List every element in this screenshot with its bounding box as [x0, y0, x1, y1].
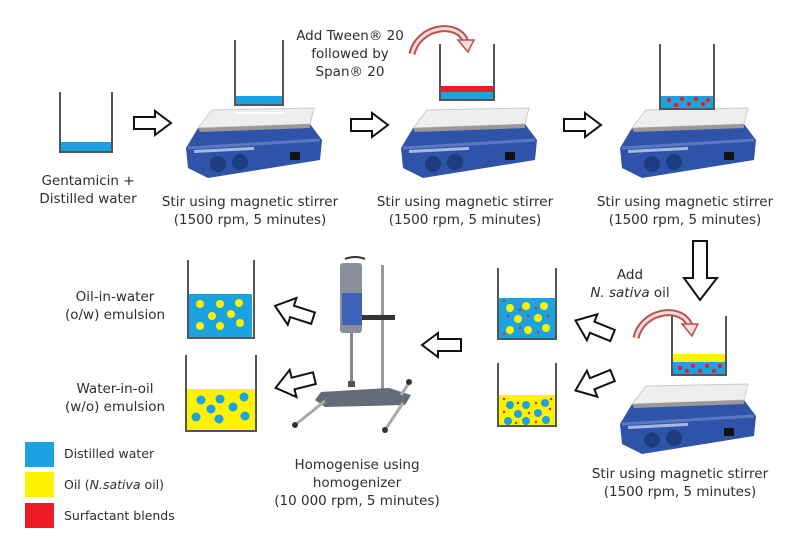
down-arrow-icon [682, 240, 720, 302]
legend-label-oil: Oil (N.sativa oil) [64, 477, 165, 492]
start-label: Gentamicin + Distilled water [39, 173, 137, 207]
stirrer-device [620, 107, 756, 178]
beaker-ow-premix [497, 268, 557, 340]
beaker-water [59, 92, 113, 153]
beaker-wo-emulsion [185, 355, 257, 432]
magnetic-stirrer-1 [186, 40, 322, 178]
beaker-surfactant-dispersed [659, 44, 715, 110]
beaker-ow-emulsion [187, 260, 255, 339]
left-down-arrow-icon [274, 367, 318, 399]
add-surfactant-label: Add Tween® 20 followed by Span® 20 [296, 28, 404, 80]
beaker-water-surfactant [439, 44, 495, 101]
curved-arrow-icon [408, 25, 476, 56]
stir4-label: Stir using magnetic stirrer (1500 rpm, 5… [591, 466, 769, 500]
add-oil-label: Add N. sativa oil [590, 267, 670, 301]
left-arrow-icon [420, 331, 462, 359]
beaker-oil-added [671, 316, 727, 376]
legend-swatch-oil [25, 472, 54, 497]
stir2-label: Stir using magnetic stirrer (1500 rpm, 5… [376, 194, 554, 228]
curved-arrow-icon [632, 309, 700, 340]
stirrer-device [401, 107, 537, 178]
magnetic-stirrer-2 [401, 44, 537, 178]
homogenizer [292, 256, 412, 433]
stirrer-device [186, 107, 322, 178]
left-up-arrow-icon [273, 296, 317, 327]
beaker-water-on-stirrer [234, 40, 284, 114]
right-arrow-icon [133, 109, 173, 137]
ow-emulsion-label: Oil-in-water (o/w) emulsion [64, 289, 166, 323]
legend-swatch-surfactant [25, 503, 54, 528]
stirrer-device [620, 383, 756, 454]
right-arrow-icon [350, 111, 390, 139]
magnetic-stirrer-3 [620, 44, 756, 178]
left-down-arrow-icon [573, 368, 617, 399]
left-up-arrow-icon [573, 312, 617, 343]
stir3-label: Stir using magnetic stirrer (1500 rpm, 5… [596, 194, 774, 228]
legend-label-surfactant: Surfactant blends [64, 508, 175, 523]
legend-label-water: Distilled water [64, 446, 155, 461]
wo-emulsion-label: Water-in-oil (w/o) emulsion [64, 381, 166, 415]
stir1-label: Stir using magnetic stirrer (1500 rpm, 5… [161, 194, 339, 228]
right-arrow-icon [563, 111, 603, 139]
magnetic-stirrer-4 [620, 316, 756, 454]
beaker-wo-premix [497, 363, 557, 427]
homogenise-label: Homogenise using homogenizer (10 000 rpm… [274, 457, 440, 509]
legend-swatch-water [25, 442, 54, 467]
